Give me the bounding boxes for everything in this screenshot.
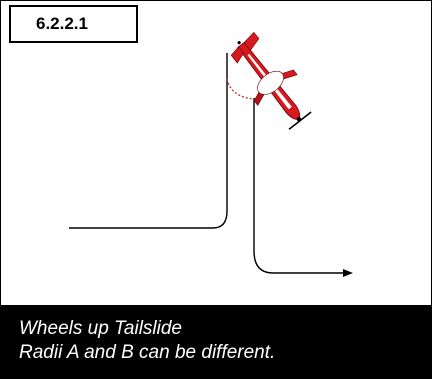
figure-number: 6.2.2.1 [9, 5, 138, 43]
flight-direction-arrow-icon [343, 269, 353, 277]
entry-flight-path [69, 53, 228, 229]
caption-note: Radii A and B can be different. [19, 342, 276, 363]
aerobatic-plane-icon [230, 31, 312, 130]
radius-marker [226, 78, 255, 100]
caption-title: Wheels up Tailslide [19, 318, 182, 339]
maneuver-diagram [69, 31, 353, 277]
exit-flight-path [253, 98, 343, 274]
figure-caption: Wheels up Tailslide Radii A and B can be… [1, 305, 431, 378]
